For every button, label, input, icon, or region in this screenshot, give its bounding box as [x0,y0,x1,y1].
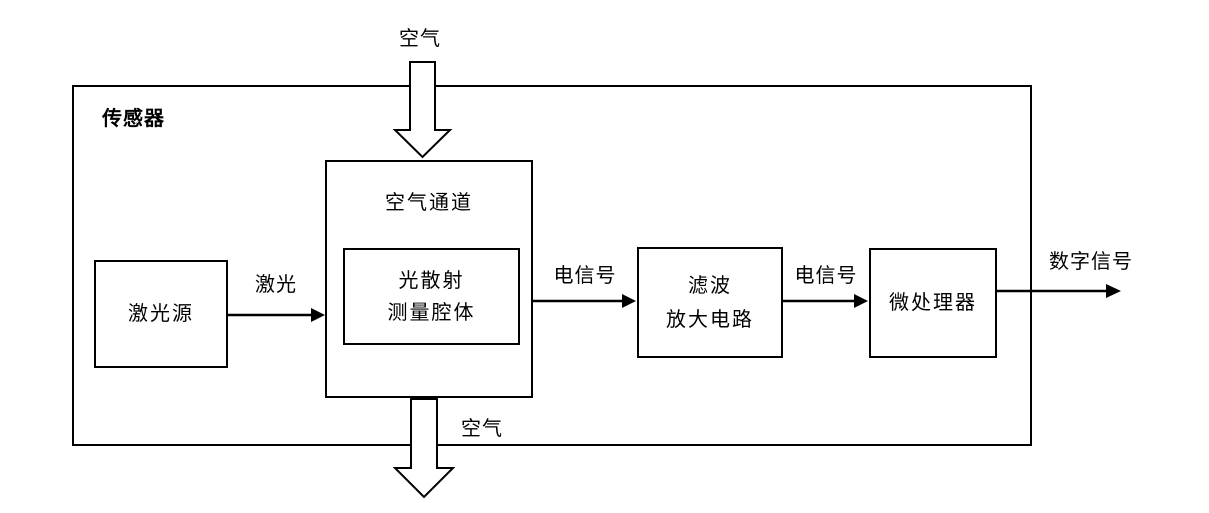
air-channel-box: 空气通道 光散射 测量腔体 [325,160,533,398]
digital-signal-label: 数字信号 [1049,251,1133,273]
electrical-signal-label-2: 电信号 [794,265,858,287]
laser-source-label: 激光源 [128,303,194,325]
scatter-cavity-box: 光散射 测量腔体 [343,248,520,345]
laser-source-box: 激光源 [94,260,228,368]
filter-amplifier-box: 滤波 放大电路 [637,247,783,358]
microprocessor-label: 微处理器 [889,292,977,314]
air-inlet-label: 空气 [399,28,441,50]
electrical-signal-label-1: 电信号 [553,265,617,287]
laser-flow-label: 激光 [255,274,297,296]
filter-amplifier-label-line1: 滤波 [688,274,732,297]
sensor-label: 传感器 [102,108,165,130]
scatter-cavity-label-line1: 光散射 [398,269,465,292]
sensor-boundary-box: 传感器 [72,85,1032,446]
air-outlet-label: 空气 [461,418,503,440]
scatter-cavity-label-line2: 测量腔体 [387,301,476,324]
filter-amplifier-label-line2: 放大电路 [666,308,754,331]
digital-signal-arrow-head-icon [1106,284,1121,298]
air-channel-label: 空气通道 [385,192,473,214]
microprocessor-box: 微处理器 [869,248,997,358]
